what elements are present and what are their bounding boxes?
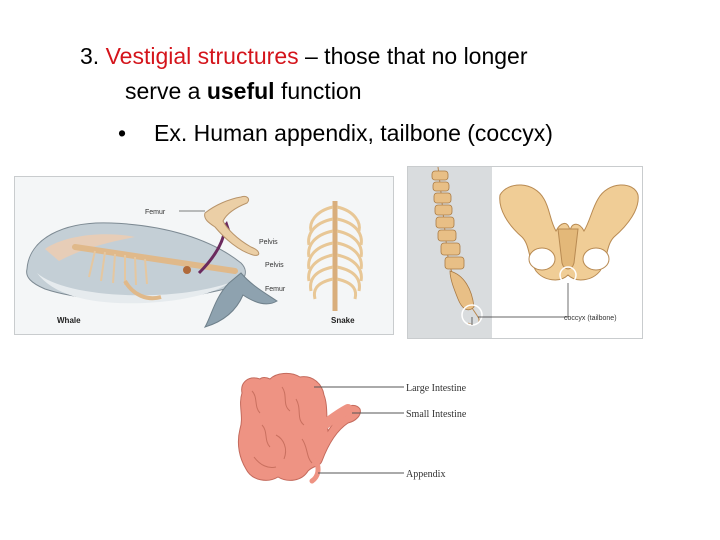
human-spine-pelvis-figure: coccyx (tailbone) <box>407 166 643 339</box>
pelvis-bone <box>499 184 639 281</box>
heading-line-1: 3. Vestigial structures – those that no … <box>80 42 528 70</box>
label-femur-top: Femur <box>145 209 166 216</box>
bullet-icon: • <box>118 120 127 146</box>
label-coccyx: coccyx (tailbone) <box>564 315 617 322</box>
intestine-appendix-figure: Large Intestine Small Intestine Appendix <box>232 365 492 495</box>
label-large-intestine: Large Intestine <box>406 383 467 394</box>
label-pelvis-mid: Pelvis <box>265 262 284 269</box>
whale-tail <box>203 272 278 328</box>
example-text: Ex. Human appendix, tailbone (coccyx) <box>154 120 553 146</box>
useful-word: useful <box>206 78 275 104</box>
vertebrae <box>431 170 475 311</box>
label-pelvis-top: Pelvis <box>259 239 278 246</box>
definition-start: – those that no longer <box>305 43 528 69</box>
small-intestine <box>319 404 353 430</box>
snake-ribcage <box>307 201 363 311</box>
appendix <box>309 458 321 484</box>
definition-end: function <box>280 78 362 104</box>
human-spine-illustration: coccyx (tailbone) <box>408 167 639 338</box>
label-femur-low: Femur <box>265 286 286 293</box>
large-intestine <box>237 372 361 481</box>
label-appendix: Appendix <box>406 469 445 480</box>
whale-snake-illustration: Femur Pelvis Pelvis Femur Whale Snake <box>26 196 363 328</box>
whale-spine <box>72 244 238 274</box>
whale-snake-figure: Femur Pelvis Pelvis Femur Whale Snake <box>14 176 394 335</box>
label-small-intestine: Small Intestine <box>406 409 467 420</box>
intestine-illustration: Large Intestine Small Intestine Appendix <box>237 372 467 484</box>
label-whale: Whale <box>57 316 81 325</box>
whale-pelvis <box>183 266 191 274</box>
definition-mid: serve a <box>125 78 201 104</box>
enlarged-pelvis-bone <box>204 196 260 256</box>
example-line: • Ex. Human appendix, tailbone (coccyx) <box>118 119 553 147</box>
vestigial-term: Vestigial structures <box>105 43 299 69</box>
whale-belly <box>37 273 229 304</box>
intestine-folds <box>251 386 313 468</box>
whale-flipper <box>123 279 162 301</box>
whale-ribs <box>88 250 148 286</box>
heading-line-2: serve a useful function <box>125 77 362 105</box>
label-snake: Snake <box>331 316 355 325</box>
item-number: 3. <box>80 43 100 69</box>
